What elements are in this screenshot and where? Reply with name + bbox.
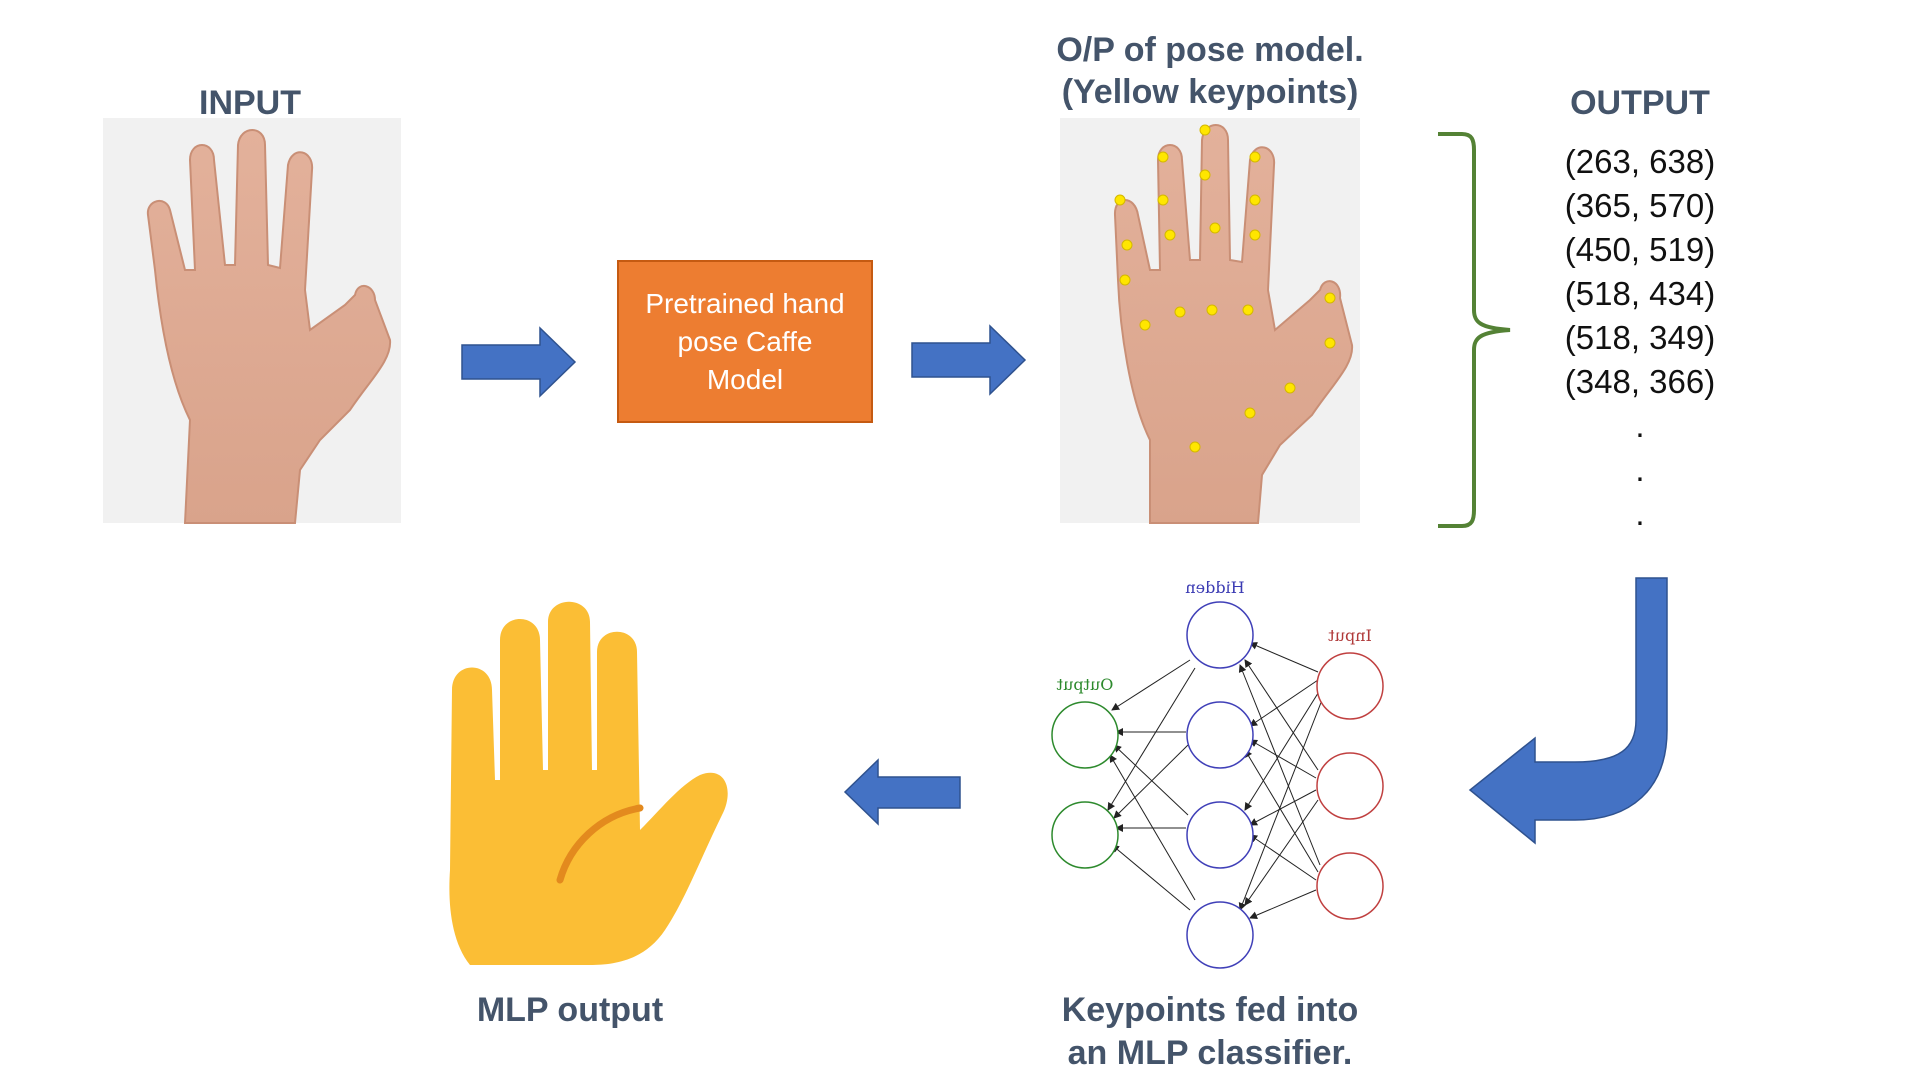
keypoint-marker bbox=[1121, 239, 1133, 251]
input-label: INPUT bbox=[199, 84, 301, 122]
ellipsis-dot: . bbox=[1635, 495, 1645, 532]
coordinate-item: (518, 434) bbox=[1564, 275, 1716, 312]
keypoint-marker bbox=[1189, 441, 1201, 453]
keypoint-marker bbox=[1164, 229, 1176, 241]
input-node bbox=[1316, 652, 1384, 720]
network-edge bbox=[1113, 744, 1189, 816]
network-edge bbox=[1244, 689, 1321, 811]
mlp-caption-line2: an MLP classifier. bbox=[1067, 1034, 1353, 1072]
network-edge bbox=[1238, 699, 1323, 911]
keypoint-marker bbox=[1284, 382, 1296, 394]
pose-output-image bbox=[1060, 118, 1360, 524]
coordinate-item: (450, 519) bbox=[1564, 231, 1716, 268]
hidden-node bbox=[1186, 801, 1254, 869]
keypoint-marker bbox=[1119, 274, 1131, 286]
keypoint-marker bbox=[1324, 292, 1336, 304]
pretrained-model-box: Pretrained hand pose Caffe Model bbox=[617, 260, 873, 423]
network-edge bbox=[1244, 799, 1319, 906]
hidden-node bbox=[1186, 901, 1254, 969]
keypoint-marker bbox=[1157, 151, 1169, 163]
output-label: OUTPUT bbox=[1570, 84, 1710, 122]
mlp-network-diagram: Hidden Input Output bbox=[1051, 578, 1384, 969]
hand-palm-shape bbox=[146, 129, 392, 524]
keypoint-marker bbox=[1209, 222, 1221, 234]
network-edge bbox=[1238, 664, 1321, 866]
arrow-left bbox=[843, 758, 961, 826]
input-hand-image bbox=[103, 118, 401, 524]
raised-hand-emoji-icon bbox=[449, 601, 728, 965]
pose-hand-shape bbox=[1113, 124, 1354, 524]
mlp-caption-line1: Keypoints fed into bbox=[1061, 991, 1359, 1029]
network-edge bbox=[1249, 889, 1317, 919]
coordinate-item: (263, 638) bbox=[1564, 143, 1716, 180]
network-edge bbox=[1244, 749, 1319, 873]
network-edge bbox=[1111, 844, 1191, 911]
keypoint-marker bbox=[1249, 151, 1261, 163]
network-edge bbox=[1113, 744, 1189, 819]
network-edge bbox=[1249, 789, 1317, 826]
input-node bbox=[1316, 752, 1384, 820]
network-output-label: Output bbox=[1056, 675, 1113, 694]
palm-crease bbox=[556, 804, 644, 884]
keypoint-marker bbox=[1139, 319, 1151, 331]
keypoints-group bbox=[1114, 124, 1336, 453]
network-edge bbox=[1107, 667, 1196, 811]
keypoint-marker bbox=[1157, 194, 1169, 206]
ellipsis-dot: . bbox=[1635, 451, 1645, 488]
coordinate-item: (348, 366) bbox=[1564, 363, 1716, 400]
network-edge bbox=[1111, 659, 1191, 711]
mlp-output-label: MLP output bbox=[476, 991, 664, 1029]
pose-title-line2: (Yellow keypoints) bbox=[1061, 73, 1359, 111]
keypoint-marker bbox=[1199, 124, 1211, 136]
keypoint-marker bbox=[1324, 337, 1336, 349]
keypoint-marker bbox=[1244, 407, 1256, 419]
pretrained-model-label: Pretrained hand pose Caffe Model bbox=[645, 287, 845, 395]
raised-hand-shape bbox=[449, 601, 728, 965]
network-edge bbox=[1244, 659, 1319, 771]
output-node bbox=[1051, 801, 1119, 869]
keypoint-marker bbox=[1249, 229, 1261, 241]
network-edge bbox=[1109, 754, 1196, 901]
ellipsis-dot: . bbox=[1635, 407, 1645, 444]
keypoint-marker bbox=[1242, 304, 1254, 316]
keypoint-marker bbox=[1114, 194, 1126, 206]
hidden-node bbox=[1186, 601, 1254, 669]
coordinate-item: (365, 570) bbox=[1564, 187, 1716, 224]
keypoint-marker bbox=[1199, 169, 1211, 181]
arrow-right-1 bbox=[461, 326, 577, 398]
curly-brace-icon bbox=[1438, 132, 1511, 528]
network-edges bbox=[1107, 642, 1323, 919]
output-node bbox=[1051, 701, 1119, 769]
coordinate-item: (518, 349) bbox=[1564, 319, 1716, 356]
curved-arrow-down-left bbox=[1468, 577, 1668, 845]
input-node bbox=[1316, 852, 1384, 920]
pose-title-line1: O/P of pose model. bbox=[1056, 31, 1364, 69]
output-coordinates-list: (263, 638) (365, 570) (450, 519) (518, 4… bbox=[1540, 140, 1740, 536]
arrow-right-2 bbox=[911, 324, 1027, 396]
hidden-node bbox=[1186, 701, 1254, 769]
network-input-label: Input bbox=[1328, 626, 1372, 645]
network-edge bbox=[1249, 834, 1317, 881]
keypoint-marker bbox=[1174, 306, 1186, 318]
network-edge bbox=[1249, 739, 1317, 779]
network-hidden-label: Hidden bbox=[1185, 578, 1244, 597]
keypoint-marker bbox=[1249, 194, 1261, 206]
keypoint-marker bbox=[1206, 304, 1218, 316]
network-edge bbox=[1249, 642, 1319, 673]
